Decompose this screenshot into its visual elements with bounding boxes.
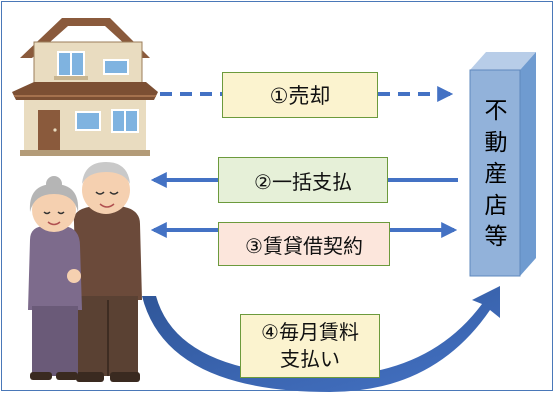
- monthly-rent-label-line2: 支払い: [280, 347, 340, 371]
- monthly-rent-label: ④毎月賃料 支払い: [240, 314, 380, 378]
- store-char: 産: [484, 161, 508, 187]
- monthly-rent-label-line1: ④毎月賃料: [261, 320, 359, 344]
- sale-label: ①売却: [222, 72, 378, 118]
- house-icon: [12, 18, 158, 180]
- store-char: 店: [484, 192, 508, 219]
- store-char: 動: [484, 129, 508, 156]
- store-char: 等: [484, 224, 508, 250]
- rent-curve-arrow: [142, 286, 500, 392]
- elderly-couple-icon: [28, 162, 142, 382]
- store-label: 不 動 産 店 等: [476, 96, 516, 254]
- lump-payment-label: ②一括支払: [218, 157, 388, 203]
- lease-contract-label: ③賃貸借契約: [218, 222, 390, 266]
- store-char: 不: [484, 98, 508, 124]
- real-estate-store-box: [469, 52, 536, 277]
